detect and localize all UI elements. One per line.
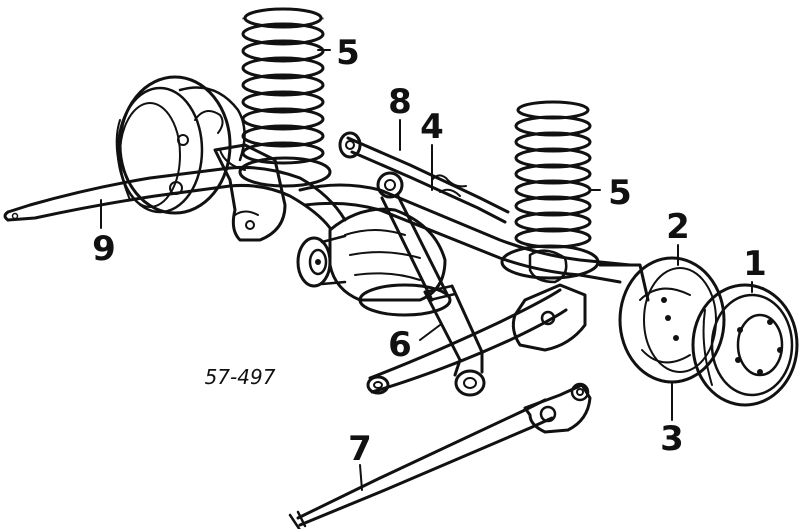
brake-drum (691, 283, 799, 407)
reference-code: 57-497 (205, 365, 276, 389)
callout-9: 9 (92, 229, 116, 269)
callout-3: 3 (660, 419, 684, 459)
callout-8: 8 (388, 82, 412, 122)
callout-5-left: 5 (336, 33, 360, 73)
brake-shoe (639, 287, 691, 364)
upper-control-arm (288, 382, 592, 529)
stabilizer-bar (3, 165, 347, 230)
callout-6: 6 (388, 325, 412, 365)
coil-spring-left (238, 7, 332, 188)
shock-absorber (376, 171, 486, 397)
track-bar (338, 131, 510, 224)
leader-lines (100, 49, 753, 491)
callout-2: 2 (666, 207, 690, 247)
callout-5-right: 5 (608, 173, 632, 213)
backing-plate (598, 256, 726, 384)
callout-1: 1 (743, 244, 767, 284)
callout-7: 7 (348, 429, 372, 469)
coil-spring-right (500, 100, 600, 284)
left-brake-drum (115, 75, 246, 215)
callout-4: 4 (420, 107, 444, 147)
lower-control-arm (366, 283, 587, 395)
